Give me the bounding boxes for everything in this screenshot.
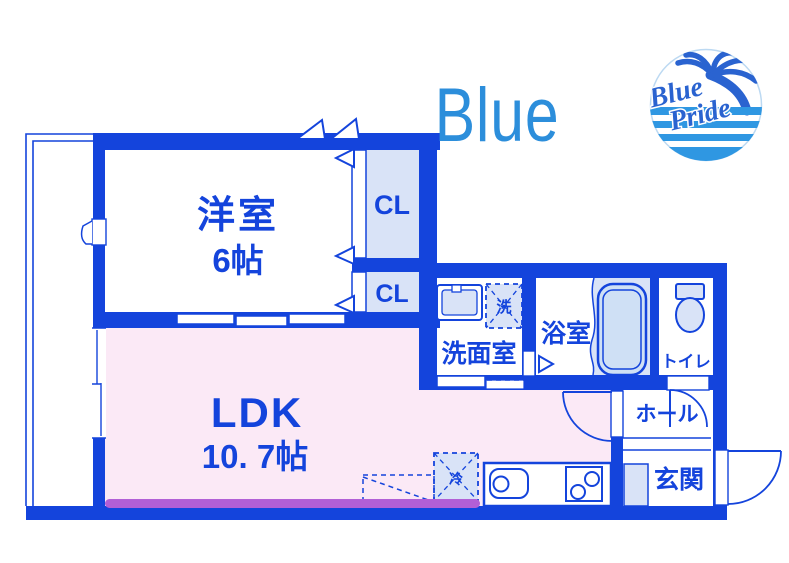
western-room-floor	[105, 150, 352, 312]
door-arc	[562, 391, 613, 442]
logo-wordmark: Blue	[435, 73, 560, 158]
awning-window-icon	[328, 117, 361, 140]
washing-machine-label: 洗	[496, 298, 511, 316]
doors	[522, 350, 782, 506]
ldk-balcony-window	[92, 327, 106, 439]
closet-doors	[333, 147, 367, 315]
bathtub-icon	[589, 277, 650, 377]
shoe-cabinet-icon	[623, 463, 649, 507]
closet-lower-label: CL	[375, 280, 408, 308]
kitchen-sink-icon	[489, 468, 529, 499]
door-arc	[727, 450, 782, 505]
logo-badge: Blue Pride	[649, 48, 763, 162]
balcony	[25, 133, 93, 506]
side-window-icon	[80, 218, 107, 246]
windows	[80, 117, 525, 439]
toilet-label: トイレ	[661, 353, 711, 371]
logo: Blue	[435, 48, 763, 162]
door-arrow-icon	[333, 245, 355, 266]
ldk-hall-door	[562, 390, 624, 442]
closet-upper-floor	[366, 150, 419, 258]
refrigerator-label: 冷	[449, 471, 463, 487]
room-labels: 洋室 6帖 CL CL 洗面室 洗 浴室 トイレ ホール 玄関 LDK 10. …	[197, 190, 711, 494]
ldk-label: LDK	[211, 389, 303, 436]
entrance-label: 玄関	[654, 465, 704, 494]
sliding-door-washroom	[436, 375, 525, 390]
refrigerator-icon	[433, 452, 479, 502]
washing-machine-icon	[485, 283, 523, 329]
ldk-size: 10. 7帖	[202, 438, 308, 475]
door-arc	[669, 389, 708, 428]
hall-label: ホール	[636, 403, 699, 426]
ldk-floor	[105, 328, 611, 506]
kitchen-counter	[482, 461, 613, 508]
fixtures	[105, 277, 705, 508]
bathroom-door	[522, 350, 556, 377]
closet-upper-label: CL	[374, 190, 410, 220]
accent-strip	[105, 499, 480, 508]
vanity-sink-icon	[436, 284, 483, 321]
western-room-label: 洋室	[197, 194, 279, 237]
awning-window-icon	[294, 118, 327, 140]
closet-lower-floor	[366, 272, 419, 312]
bathroom-label: 浴室	[541, 319, 591, 348]
toilet-icon	[675, 283, 705, 333]
western-room-size: 6帖	[212, 242, 263, 279]
sliding-door-western-ldk	[113, 313, 346, 327]
toilet-door	[666, 375, 710, 428]
door-arrow-icon	[333, 147, 355, 169]
door-arrow-icon	[333, 294, 355, 315]
entrance-door	[714, 449, 782, 506]
stove-icon	[565, 466, 603, 502]
door-arrow-icon	[538, 354, 556, 374]
washroom-label: 洗面室	[441, 339, 516, 368]
entrance-step	[623, 437, 711, 451]
dashed-outline	[362, 474, 435, 504]
